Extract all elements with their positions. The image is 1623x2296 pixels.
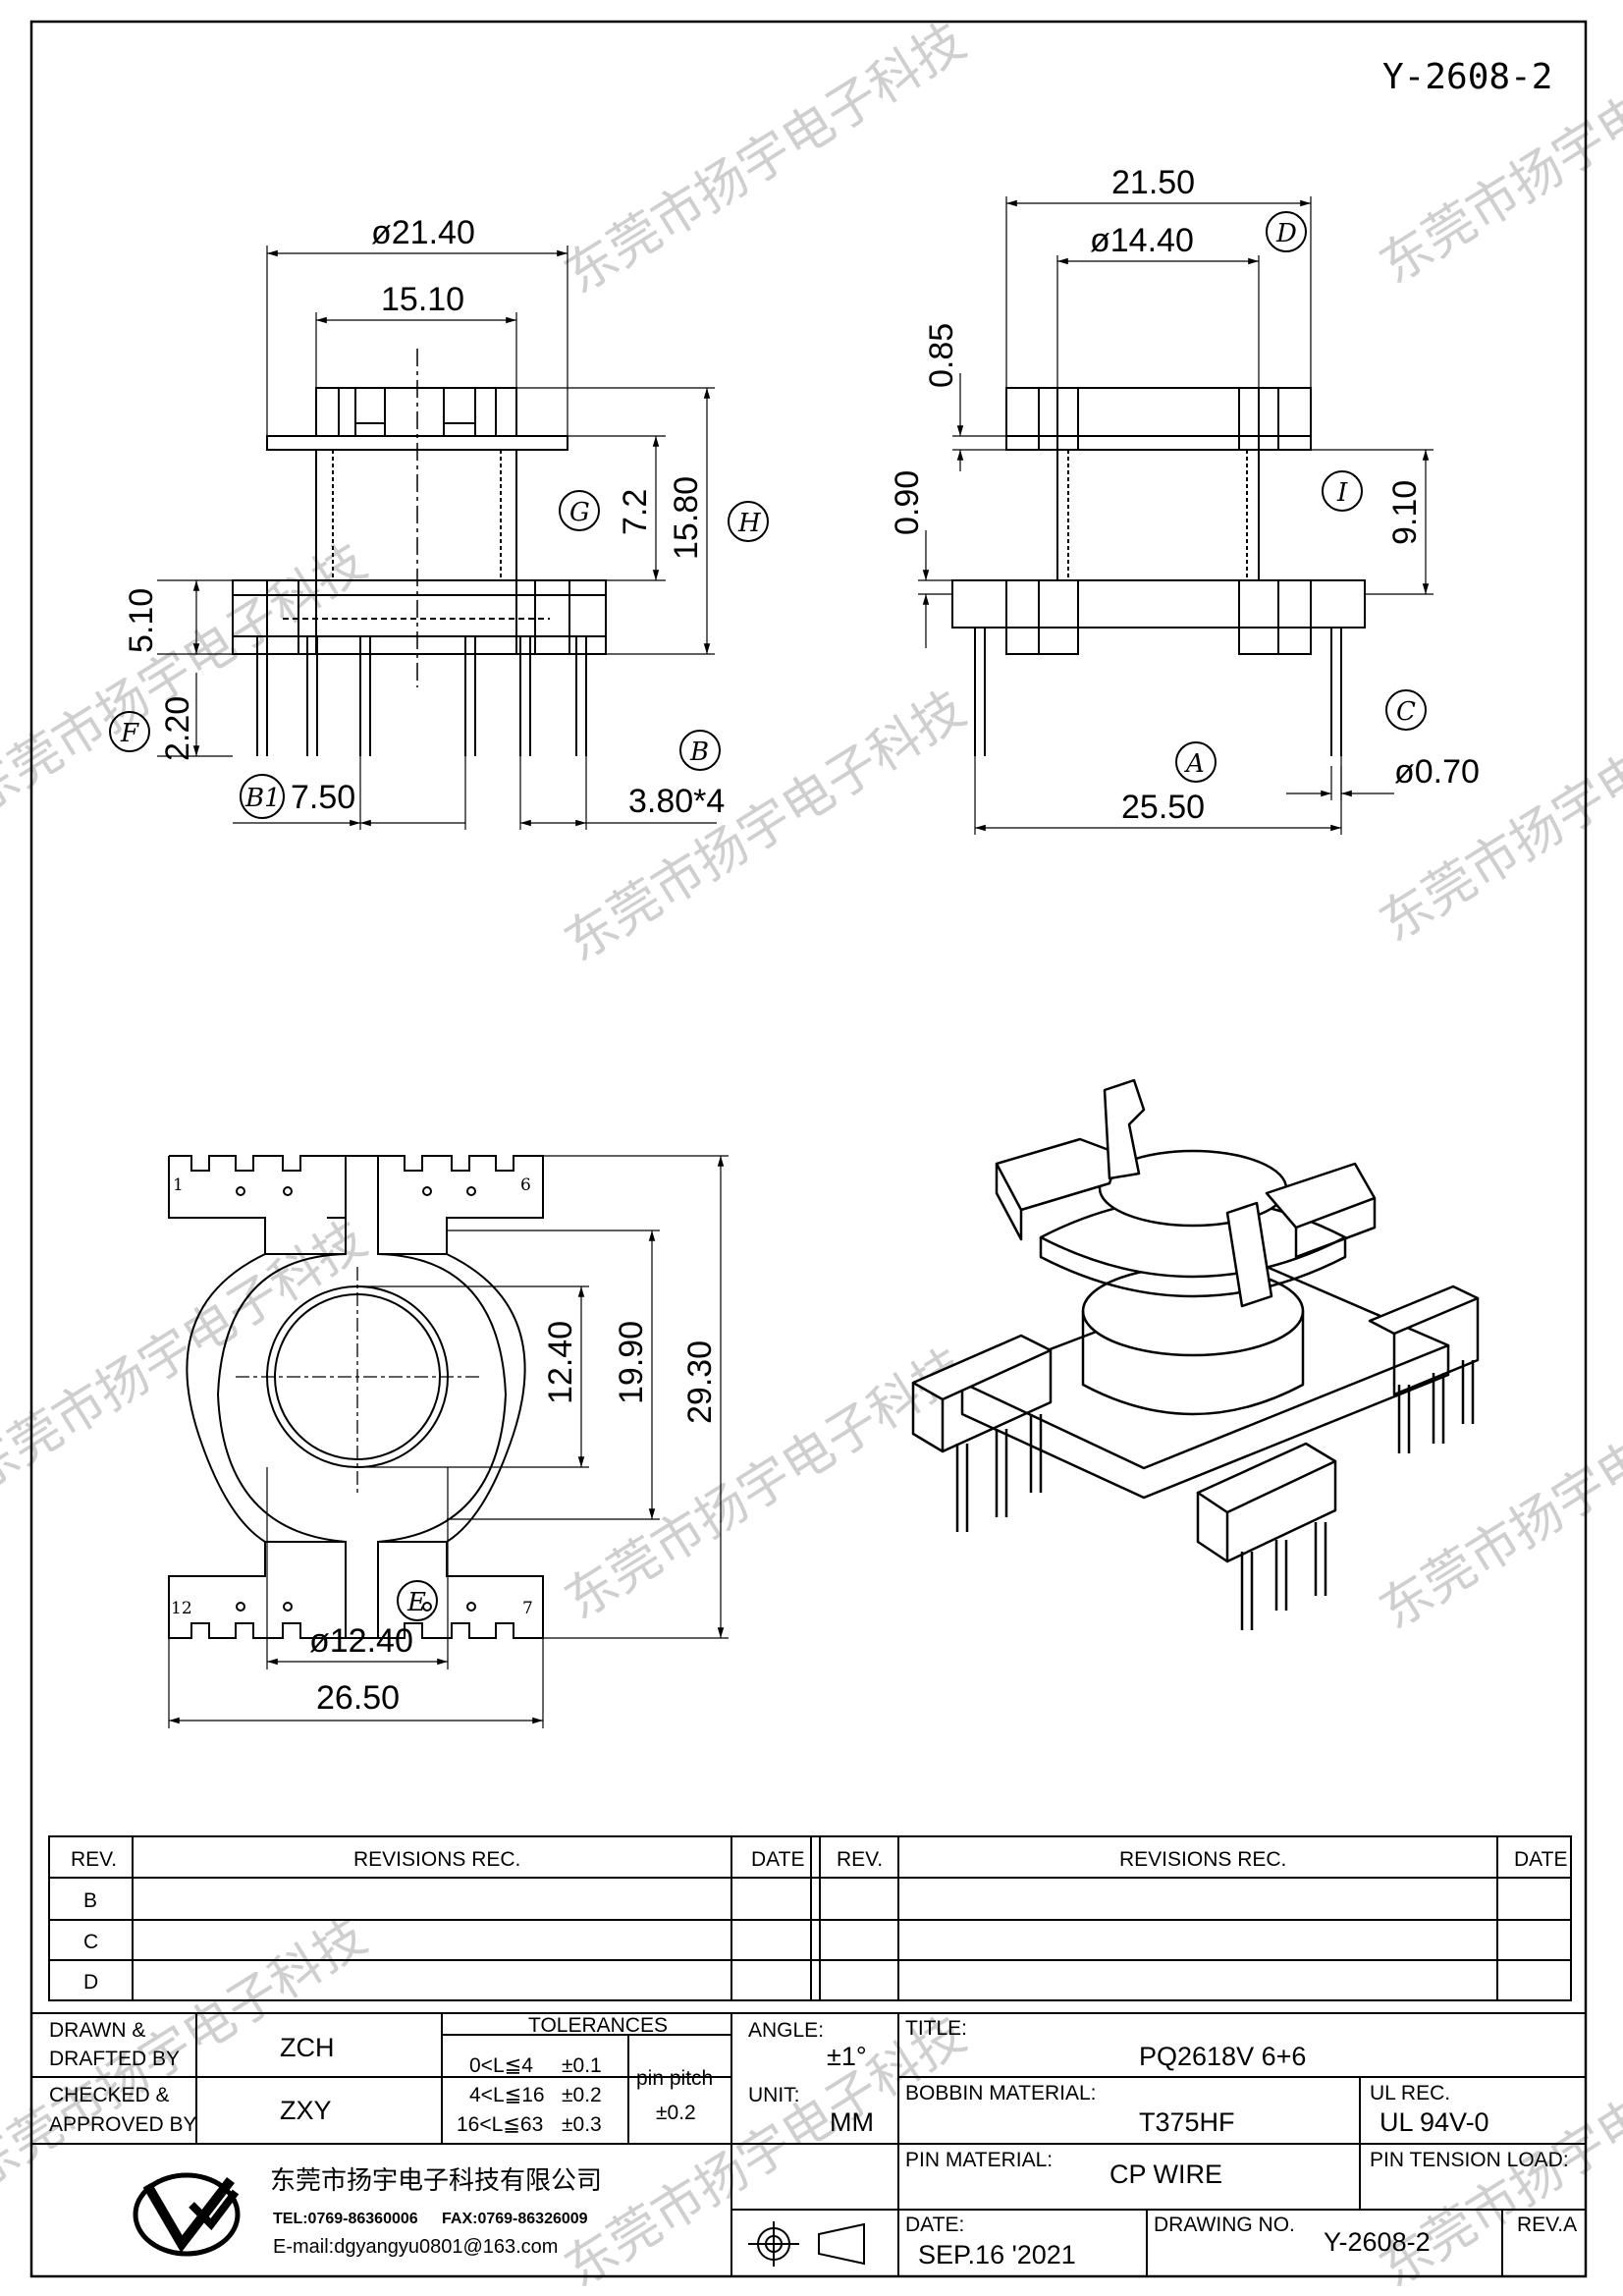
title-block-lines [30, 2012, 1587, 2277]
sheet-border [29, 20, 1588, 2278]
drawing-no-label: DRAWING NO. [1154, 2214, 1295, 2236]
dim-front-5-10: 5.10 [123, 588, 160, 653]
dim-bottom-12-40: 12.40 [542, 1321, 579, 1404]
dim-side-9-10: 9.10 [1386, 480, 1424, 545]
dim-side-0-90: 0.90 [889, 470, 926, 535]
title-value: PQ2618V 6+6 [1139, 2042, 1306, 2071]
tol-row-3-value: ±0.3 [562, 2113, 602, 2136]
drawing-no-value: Y-2608-2 [1324, 2227, 1431, 2257]
company-name: 东莞市扬宇电子科技有限公司 [270, 2166, 602, 2196]
marker-c: C [1396, 697, 1416, 727]
bottom-view-labels: 12.40 19.90 29.30 ø12.40 26.50 E 1 6 12 … [171, 1175, 719, 1717]
marker-b1: B1 [244, 784, 281, 813]
pin-label-6: 6 [520, 1175, 531, 1195]
unit-label: UNIT: [748, 2084, 800, 2106]
dim-side-21-50: 21.50 [1111, 164, 1195, 201]
marker-f: F [120, 719, 139, 748]
side-view [918, 196, 1434, 835]
ul-rec-value: UL 94V-0 [1380, 2107, 1489, 2137]
dim-front-7-2: 7.2 [617, 489, 654, 535]
revision-table [48, 1835, 1572, 2001]
rev-a-label: REV.A [1517, 2214, 1577, 2236]
pin-label-7: 7 [522, 1599, 533, 1618]
marker-a: A [1184, 749, 1205, 779]
approved-label: APPROVED BY [49, 2113, 197, 2136]
rev-header-left: REV. [71, 1848, 117, 1871]
tol-row-1-value: ±0.1 [562, 2054, 602, 2077]
rev-row-d: D [83, 1971, 98, 1994]
rec-header-right: REVISIONS REC. [1119, 1848, 1286, 1871]
bobbin-material-value: T375HF [1139, 2107, 1235, 2137]
angle-value: ±1° [827, 2042, 867, 2071]
title-block-text: DRAWN & DRAFTED BY ZCH CHECKED & APPROVE… [49, 2014, 1577, 2269]
revision-table-text: REV. REVISIONS REC. DATE REV. REVISIONS … [71, 1848, 1567, 1994]
company-fax: FAX:0769-86326009 [442, 2211, 588, 2227]
dim-side-0-85: 0.85 [923, 323, 960, 388]
marker-e: E [406, 1588, 426, 1617]
watermark: 东莞市扬宇电子科技 [555, 680, 976, 973]
dim-side-25-50: 25.50 [1121, 789, 1205, 826]
watermark: 东莞市扬宇电子科技 [555, 12, 976, 305]
dim-bottom-inner-dia: ø12.40 [309, 1622, 413, 1660]
pin-material-value: CP WIRE [1109, 2159, 1222, 2189]
marker-h: H [737, 509, 762, 538]
front-view-labels: ø21.40 15.10 7.2 15.80 5.10 2.20 7.50 3.… [120, 214, 762, 820]
dim-front-flange-dia: ø21.40 [371, 214, 475, 251]
date-header-left: DATE [751, 1848, 804, 1871]
drawn-value: ZCH [280, 2033, 335, 2062]
dim-bottom-19-90: 19.90 [613, 1321, 650, 1404]
tol-row-2-value: ±0.2 [562, 2084, 602, 2106]
date-header-right: DATE [1514, 1848, 1567, 1871]
drawing-number-top: Y-2608-2 [1382, 57, 1552, 97]
dim-front-15-80: 15.80 [668, 476, 705, 560]
ul-rec-label: UL REC. [1370, 2082, 1450, 2105]
marker-b: B [689, 738, 709, 767]
company-logo [133, 2172, 241, 2257]
marker-i: I [1336, 478, 1348, 508]
date-value: SEP.16 '2021 [918, 2240, 1076, 2269]
pin-material-label: PIN MATERIAL: [905, 2149, 1053, 2171]
marker-g: G [569, 498, 590, 527]
front-view [109, 246, 769, 830]
checked-value: ZXY [280, 2096, 332, 2125]
drawn-label: DRAWN & [49, 2019, 145, 2042]
angle-label: ANGLE: [748, 2019, 824, 2042]
rev-row-b: B [83, 1889, 97, 1912]
dim-side-14-40: ø14.40 [1090, 222, 1194, 259]
checked-label: CHECKED & [49, 2084, 170, 2106]
isometric-view [911, 1078, 1480, 1630]
pin-tension-label: PIN TENSION LOAD: [1370, 2149, 1569, 2171]
company-email: E-mail:dgyangyu0801@163.com [273, 2236, 558, 2258]
bottom-view [168, 1155, 729, 1728]
date-label: DATE: [905, 2214, 964, 2236]
rev-header-right: REV. [837, 1848, 883, 1871]
rec-header-left: REVISIONS REC. [353, 1848, 520, 1871]
rev-row-c: C [83, 1931, 98, 1953]
unit-value: MM [830, 2107, 874, 2137]
pin-pitch-value: ±0.2 [656, 2102, 696, 2124]
tolerances-label: TOLERANCES [528, 2014, 668, 2037]
title-label: TITLE: [905, 2017, 967, 2040]
dim-front-7-50: 7.50 [291, 779, 355, 816]
tol-row-1-range: 0<L≦4 [469, 2054, 533, 2077]
pin-pitch-label: pin pitch [636, 2067, 713, 2090]
bobbin-material-label: BOBBIN MATERIAL: [905, 2082, 1097, 2105]
pin-label-12: 12 [171, 1599, 192, 1618]
drafted-label: DRAFTED BY [49, 2048, 180, 2070]
marker-d: D [1275, 219, 1297, 248]
tol-row-3-range: 16<L≦63 [457, 2113, 543, 2136]
dim-side-pin-dia: ø0.70 [1394, 753, 1480, 791]
dim-front-2-20: 2.20 [159, 696, 196, 761]
company-tel: TEL:0769-86360006 [273, 2211, 418, 2227]
dim-bottom-29-30: 29.30 [681, 1340, 719, 1424]
dim-front-hub-width: 15.10 [381, 281, 464, 318]
side-view-labels: 21.50 ø14.40 0.85 0.90 9.10 25.50 ø0.70 … [889, 164, 1480, 826]
pin-label-1: 1 [173, 1175, 184, 1195]
tol-row-2-range: 4<L≦16 [469, 2084, 545, 2106]
dim-front-pitch: 3.80*4 [628, 783, 725, 820]
dim-bottom-26-50: 26.50 [316, 1679, 400, 1717]
